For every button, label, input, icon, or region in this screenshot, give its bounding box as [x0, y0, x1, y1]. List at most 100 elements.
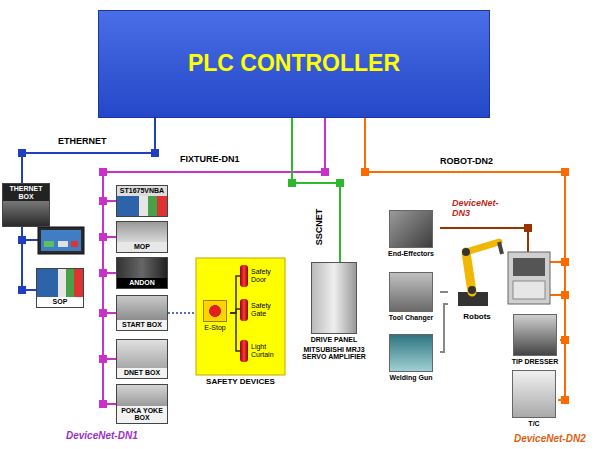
device-label: Safety Gate: [251, 302, 284, 317]
device-label: E-Stop: [204, 324, 225, 332]
bus-connector: [22, 118, 155, 183]
hmi-screen: [41, 230, 81, 251]
junction-square: [99, 233, 107, 241]
junction-square: [321, 168, 329, 176]
robot-controller-door: [513, 281, 545, 299]
junction-square: [336, 179, 344, 187]
device-picture: [203, 300, 227, 322]
bus-connector: [168, 312, 196, 314]
bus-connector: [365, 118, 565, 340]
welding-gun: Welding Gun: [382, 334, 440, 382]
junction-square: [18, 236, 26, 244]
device-label: MOP: [117, 242, 167, 252]
device-label: Robots: [448, 313, 506, 322]
andon-board: ANDON: [116, 257, 168, 289]
junction-square: [99, 400, 107, 408]
ethernet-box: THERNET BOX: [2, 183, 50, 227]
device-label: SOP: [37, 297, 83, 307]
network-name: DeviceNet-DN2: [514, 433, 586, 444]
junction-square: [99, 197, 107, 205]
bus-name: ETHERNET: [58, 137, 107, 147]
devicenet-dn3-wire: [440, 228, 528, 252]
device-label: ST1675VNBA: [117, 186, 167, 196]
device-label: DNET BOX: [117, 368, 167, 378]
controller-title: PLC CONTROLLER: [188, 51, 400, 76]
junction-square: [99, 309, 107, 317]
device-label: POKA YOKE BOX: [117, 406, 167, 423]
junction-square: [561, 336, 569, 344]
light-curtain-device: Light Curtain: [240, 334, 284, 368]
robot-joint: [468, 286, 476, 294]
network-name: DeviceNet-DN3: [452, 198, 510, 219]
junction-square: [561, 396, 569, 404]
safety-gate-device: Safety Gate: [240, 296, 284, 324]
tool-changer-stand: T/C: [510, 370, 558, 428]
junction-square: [288, 179, 296, 187]
device-label: Light Curtain: [251, 343, 284, 358]
device-picture: [117, 385, 167, 406]
bus-connector: [440, 304, 448, 352]
safety-door-device: Safety Door: [240, 262, 284, 290]
device-picture: [117, 258, 167, 278]
safety-devices-panel: SAFETY DEVICESE-StopSafety DoorSafety Ga…: [196, 258, 285, 375]
junction-squares: [18, 149, 569, 408]
junction-square: [18, 149, 26, 157]
poka-yoke-box: POKA YOKE BOX: [116, 384, 168, 424]
device-label: End-Effectors: [382, 250, 440, 258]
hmi-button: [71, 241, 78, 247]
start-box: START BOX: [116, 295, 168, 331]
device-label: ANDON: [117, 278, 167, 288]
device-picture: [240, 340, 248, 362]
device-picture: [37, 269, 83, 297]
device-picture: [117, 222, 167, 242]
junction-square: [561, 258, 569, 266]
device-label: START BOX: [117, 320, 167, 330]
junction-square: [99, 355, 107, 363]
network-name: DeviceNet-DN1: [66, 430, 138, 441]
dnet-box: DNET BOX: [116, 339, 168, 379]
device-picture: [117, 296, 167, 320]
device-picture: [389, 210, 433, 248]
device-picture: [311, 262, 357, 334]
device-picture: [240, 299, 248, 321]
junction-square: [561, 168, 569, 176]
device-label: Welding Gun: [382, 374, 440, 382]
robot-controller-panel: [513, 258, 545, 276]
e-stop-device: E-Stop: [200, 300, 230, 344]
bus-name: FIXTURE-DN1: [180, 155, 240, 165]
junction-square: [151, 149, 159, 157]
robot-wrist: [499, 242, 502, 254]
bus-connector: [440, 291, 448, 293]
drive-panel: DRIVE PANELMITSUBISHI MRJ3 SERVO AMPLIFI…: [298, 262, 370, 394]
bus-connector: [365, 118, 565, 400]
panel-heading: SAFETY DEVICES: [184, 378, 297, 387]
hmi-panel: ST1675VNBA: [116, 185, 168, 217]
device-picture: [3, 201, 49, 226]
bus-connector: [230, 313, 240, 351]
junction-square: [524, 224, 532, 232]
device-picture: [117, 196, 167, 216]
device-label: TIP DRESSER: [510, 358, 560, 366]
device-picture: [240, 265, 248, 287]
junction-square: [561, 291, 569, 299]
tool-changer: Tool Changer: [382, 272, 440, 322]
robot-lower-arm: [466, 252, 472, 292]
junction-square: [361, 168, 369, 176]
safety-panel-ground: [196, 258, 285, 375]
bus-connector: [230, 276, 240, 313]
device-label: T/C: [510, 420, 558, 428]
mop-panel: MOP: [116, 221, 168, 253]
robot-controller-cabinet: [508, 252, 550, 304]
device-picture: [513, 314, 557, 356]
bus-name: ROBOT-DN2: [440, 157, 493, 167]
sop-screen: SOP: [36, 268, 84, 308]
bus-connector: [292, 118, 340, 262]
junction-square: [99, 168, 107, 176]
robot-upper-arm: [466, 242, 499, 252]
tip-dresser: TIP DRESSER: [510, 314, 560, 366]
device-label: Tool Changer: [382, 314, 440, 322]
device-picture: [389, 272, 433, 312]
hmi-button: [44, 241, 54, 247]
device-picture: [512, 370, 556, 418]
